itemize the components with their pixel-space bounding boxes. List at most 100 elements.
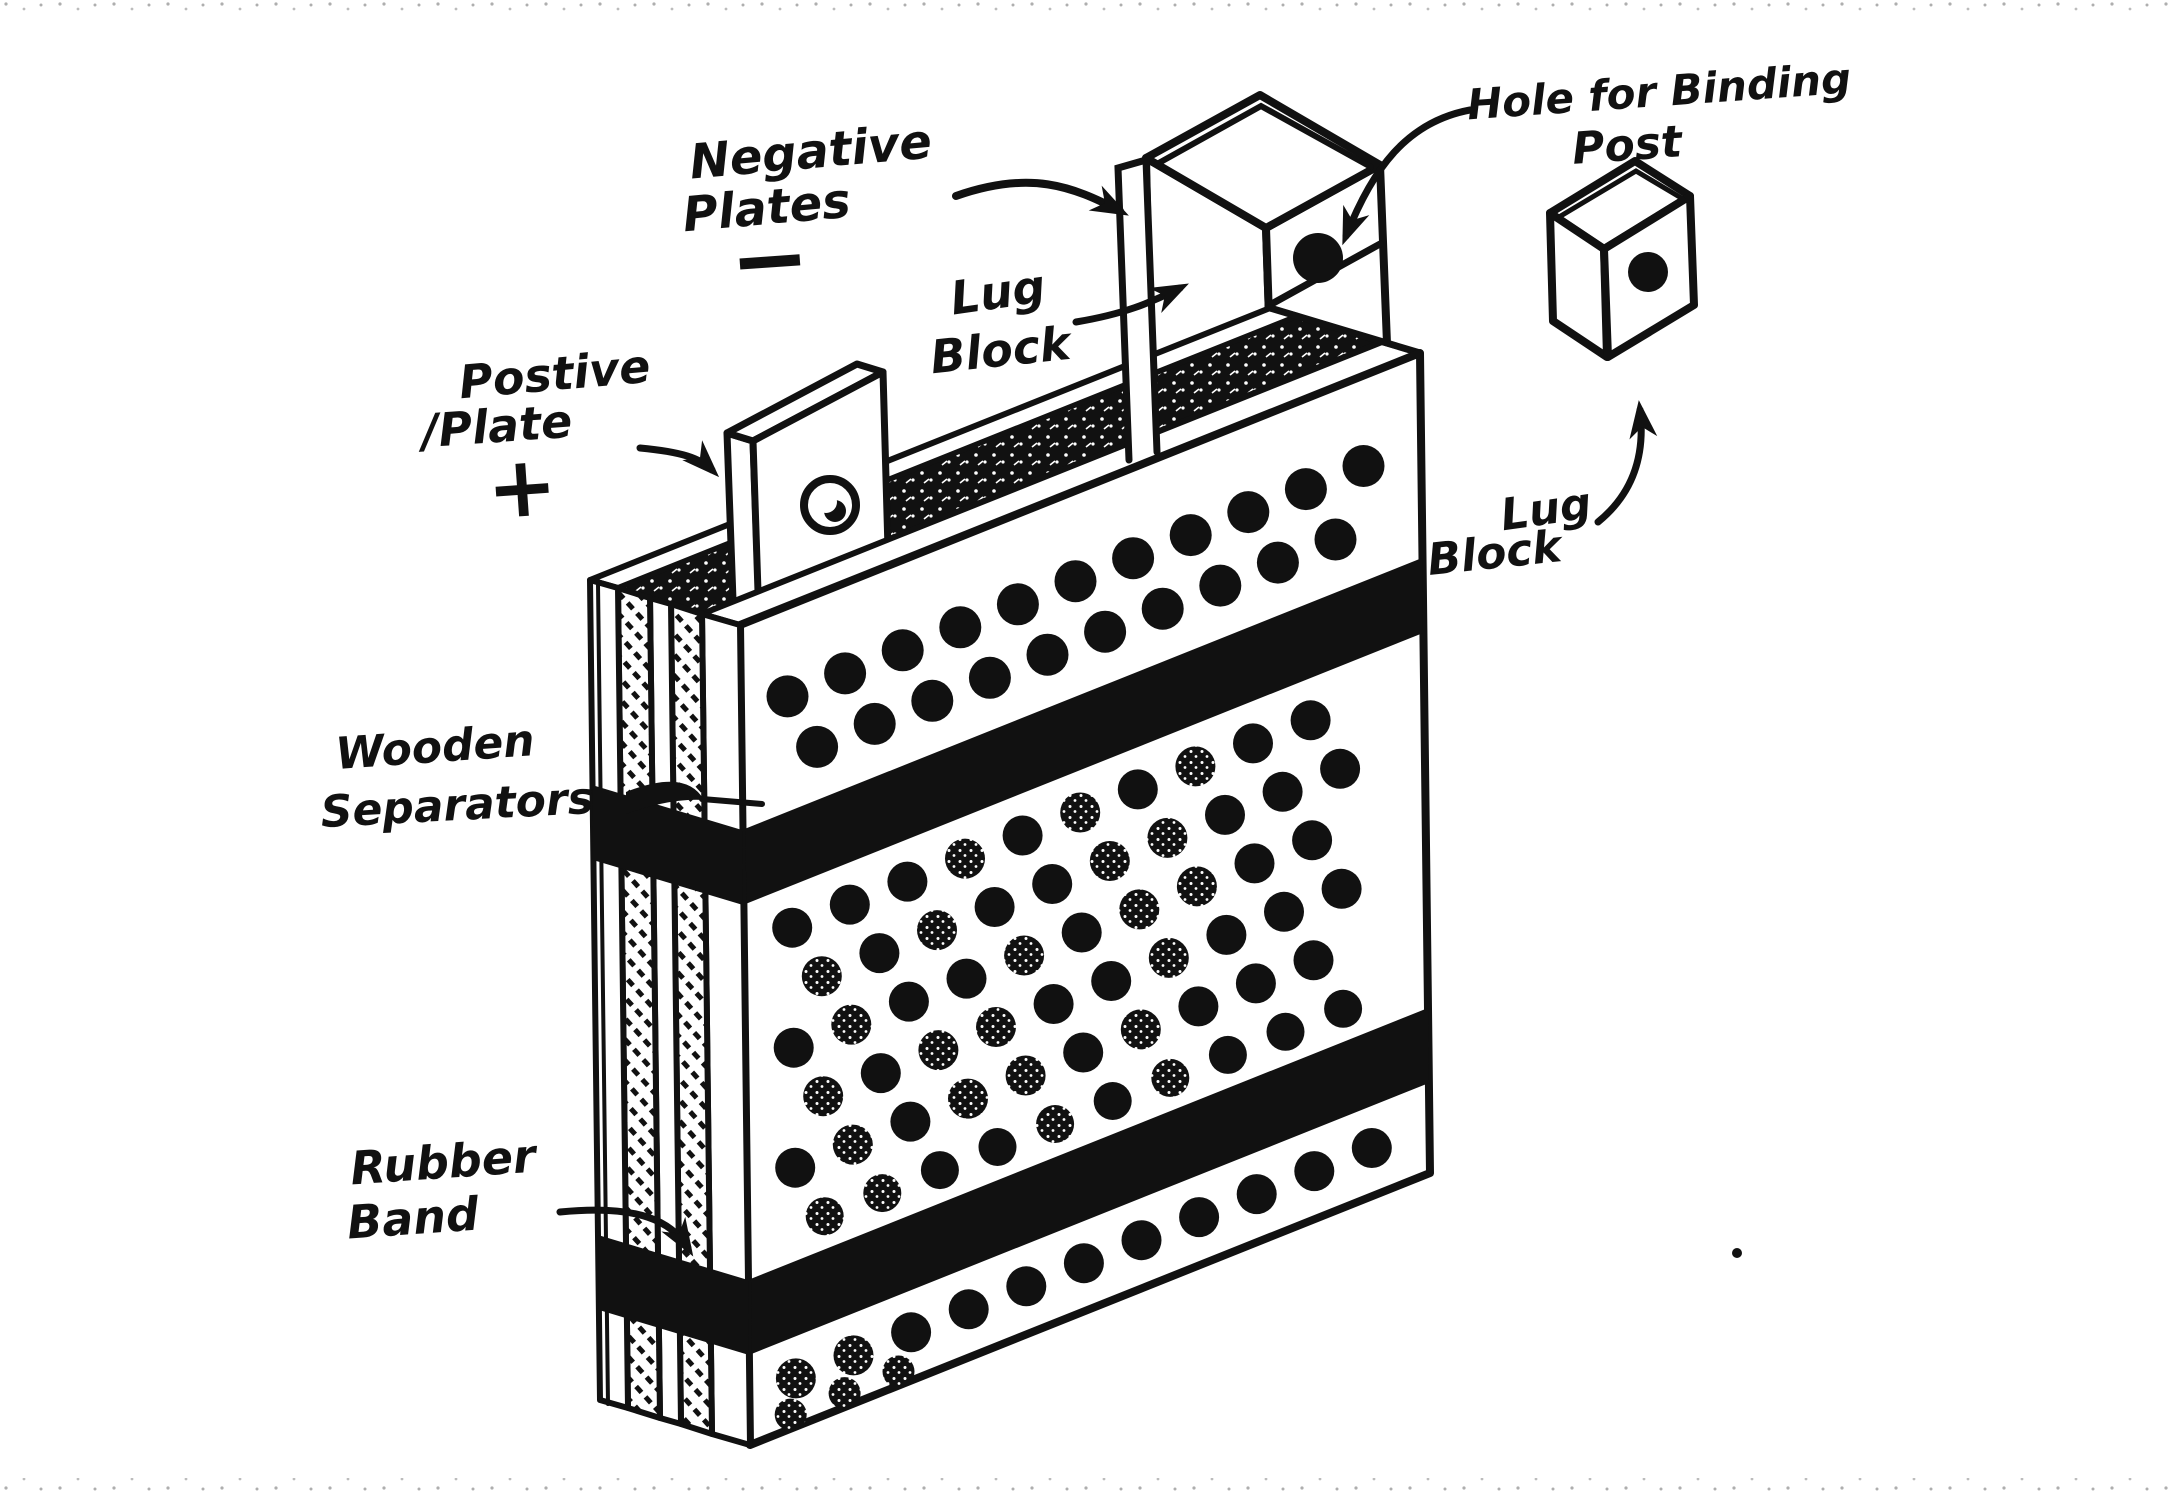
label-wooden-separators-2: Separators [319, 773, 595, 838]
plate-hole [978, 1128, 1017, 1166]
plate-hole [773, 1027, 814, 1068]
plate-hole [1033, 984, 1074, 1024]
plate-hole [888, 981, 929, 1022]
plate-hole-speckled [801, 956, 842, 997]
plate-hole [1205, 794, 1245, 835]
plate-hole [1314, 518, 1357, 561]
plate-hole [1256, 541, 1299, 584]
plate-hole [1179, 1197, 1220, 1238]
label-positive-plate-2: /Plate [415, 394, 574, 459]
rubber-band-arrow [556, 1206, 694, 1257]
label-lug-block-main-1: Lug [947, 259, 1049, 326]
plate-hole [775, 1147, 816, 1188]
plate-hole [1320, 748, 1361, 789]
label-rubber-band-1: Rubber [349, 1128, 541, 1195]
plate-hole [1199, 564, 1242, 607]
top-edge-right-cap [1266, 304, 1424, 357]
ink-speck [1732, 1248, 1742, 1258]
plate-hole [1084, 610, 1127, 653]
plate-hole-speckled [1175, 746, 1216, 787]
plate-hole [974, 887, 1015, 927]
positive-sign: + [483, 436, 560, 539]
wooden-separators-pointer-tip [699, 796, 765, 807]
plate-hole [1117, 769, 1158, 810]
plate-hole-speckled [1176, 866, 1217, 907]
plate-hole [920, 1151, 959, 1190]
plate-hole-speckled [833, 1335, 874, 1376]
plate-hole [1121, 1220, 1162, 1261]
plate-hole [1264, 891, 1304, 932]
lug-block-top-rim [1556, 168, 1686, 220]
label-lug-block-right-2: Block [1425, 521, 1567, 586]
rubber-band-lower-side [598, 1235, 749, 1355]
label-lug-block-right-1: Lug [1497, 478, 1594, 541]
annotations: Negative Plates − Lug Block Hole for Bin… [319, 54, 1853, 1257]
plate-hole [772, 907, 813, 948]
plate-hole-speckled [1147, 817, 1188, 858]
wooden-separators-pointer [626, 781, 704, 814]
plate-hole [1169, 514, 1212, 557]
plate-hole [1002, 815, 1043, 856]
plate-hole [1233, 723, 1273, 764]
plate-hole [1063, 1243, 1104, 1284]
lug-block-detail [1546, 157, 1698, 361]
plate-hole-speckled [1060, 792, 1101, 833]
plate-hole-speckled [831, 1004, 872, 1045]
plate-hole [1227, 491, 1270, 534]
plate-hole [1236, 1174, 1277, 1215]
plate-hole-speckled [917, 910, 957, 951]
scan-artifact-top [0, 0, 2173, 13]
lug-block-right-arrow [1594, 400, 1658, 526]
plate-hole-speckled [882, 1355, 915, 1388]
plate-hole [1178, 986, 1219, 1027]
plate-hole-speckled [832, 1124, 873, 1165]
plate-hole-speckled [775, 1358, 816, 1399]
plate-hole [1006, 1266, 1047, 1307]
plate-hole [1321, 868, 1362, 909]
plate-hole [1324, 989, 1363, 1028]
plate-holes [766, 445, 1392, 1431]
plate-hole-speckled [1120, 1009, 1161, 1050]
plate-hole [796, 725, 839, 768]
plate-hole [1293, 940, 1334, 981]
positive-plate-arrow [636, 440, 720, 478]
label-rubber-band-2: Band [345, 1186, 481, 1249]
negative-lug-top-rim [1154, 102, 1374, 170]
plate-hole [1208, 1035, 1247, 1074]
negative-plates-arrow [952, 178, 1129, 216]
plate-hole [1294, 1151, 1335, 1192]
plate-hole [881, 629, 924, 672]
plate-hole [890, 1101, 931, 1142]
plate-hole [1206, 914, 1247, 955]
plate-hole-speckled [948, 1078, 988, 1119]
plate-hole [911, 679, 954, 722]
plate-hole [1292, 820, 1333, 861]
plate-hole [1032, 864, 1073, 904]
plate-hole-speckled [1148, 937, 1189, 978]
plate-hole-speckled [828, 1377, 861, 1410]
plate-hole [968, 656, 1011, 699]
scan-artifact-bottom [0, 1478, 2173, 1491]
plate-hole-speckled [1036, 1105, 1075, 1143]
binding-post-leader [1342, 106, 1474, 246]
plate-hole [1266, 1012, 1305, 1051]
plate-hole [1351, 1128, 1392, 1168]
plate-hole-speckled [976, 1007, 1016, 1047]
plate-hole-speckled [1151, 1058, 1190, 1097]
plate-hole [1342, 445, 1385, 487]
plate-hole-speckled [1119, 889, 1160, 930]
label-lug-block-main-2: Block [928, 316, 1076, 385]
plate-hole [766, 675, 809, 718]
plate-hole [824, 652, 867, 695]
plate-stack-left-edge [587, 577, 753, 1448]
lug-block-hole [1628, 252, 1668, 292]
plate-hole [860, 1053, 901, 1094]
plate-hole [1091, 961, 1132, 1001]
plate-hole [1141, 587, 1184, 630]
plate-hole-speckled [803, 1076, 844, 1117]
plate-hole-speckled [918, 1030, 959, 1071]
plate-hole-speckled [863, 1174, 902, 1213]
plate-hole [1235, 963, 1276, 1004]
